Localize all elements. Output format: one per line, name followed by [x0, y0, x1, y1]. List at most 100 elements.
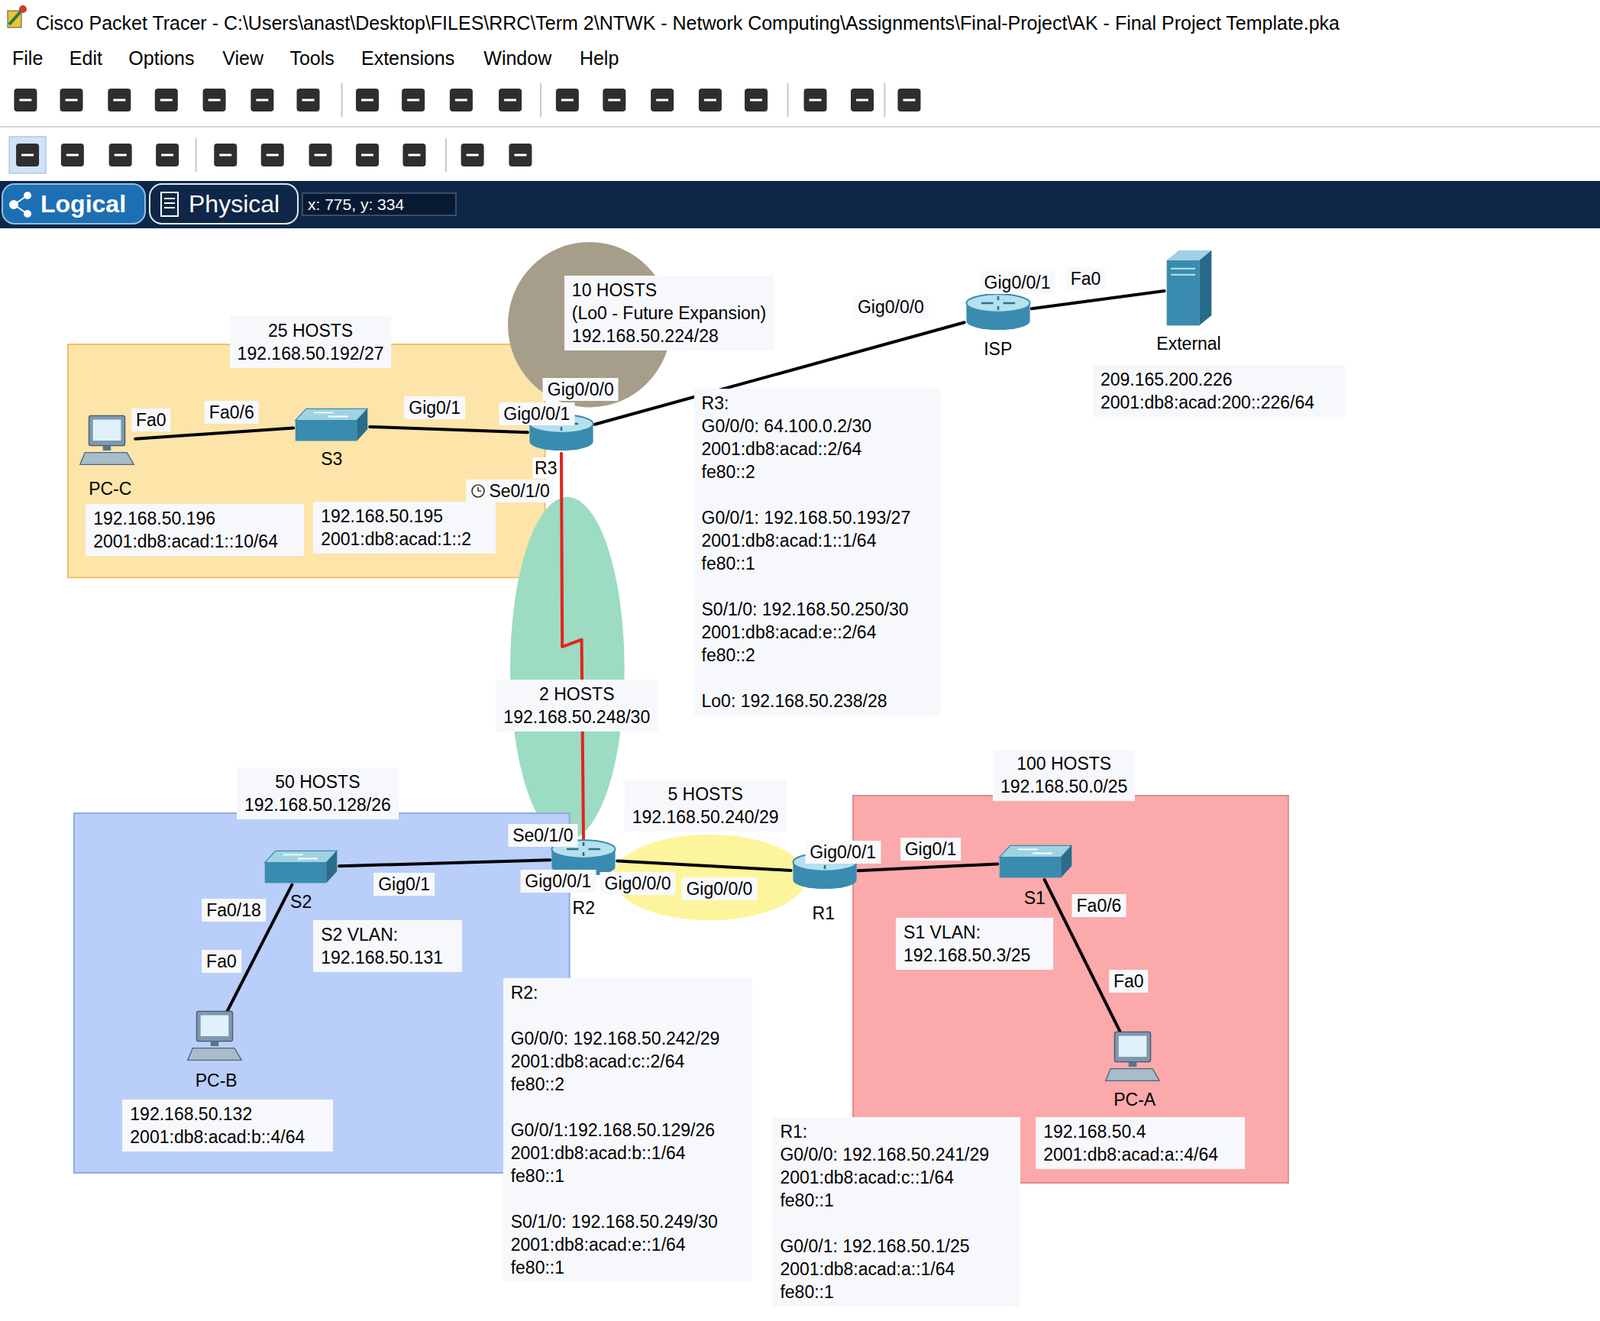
- subnet-text: 192.168.50.248/30: [503, 705, 650, 729]
- address-note: S2 VLAN:192.168.50.131: [313, 920, 463, 973]
- label-text: Help: [579, 47, 619, 69]
- address-line: 2001:db8:acad:c::1/64: [779, 1166, 1013, 1190]
- address-line: S1 VLAN:: [903, 921, 1046, 944]
- window-title: Cisco Packet Tracer - C:\Users\anast\Des…: [35, 9, 1340, 37]
- cursor-coordinates: x: 775, y: 334: [307, 194, 405, 215]
- device-name: PC-A: [1111, 1089, 1158, 1111]
- toolbar-separator: [883, 83, 886, 117]
- pc-icon: [1104, 1031, 1161, 1083]
- view-tab-bar: [0, 181, 1600, 229]
- toolbar-separator: [445, 138, 447, 172]
- address-line: R1:: [779, 1120, 1013, 1144]
- address-line: 192.168.50.3/25: [903, 943, 1046, 967]
- label-text: Gig0/0/1: [503, 404, 570, 424]
- physical-tab: [149, 184, 298, 224]
- interface-label: Gig0/1: [404, 396, 466, 420]
- toolbar-button: [555, 88, 579, 112]
- app-icon: [7, 5, 27, 28]
- label-text: View: [222, 47, 264, 69]
- label-text: Se0/1/0: [512, 825, 573, 846]
- toolbar-separator: [539, 83, 542, 117]
- device-name: S1: [1021, 887, 1048, 909]
- label-text: Cisco Packet Tracer - C:\Users\anast\Des…: [35, 12, 1340, 34]
- toolbar-button: [804, 88, 828, 112]
- toolbar-button: [461, 143, 485, 167]
- label-text: Gig0/0/0: [604, 873, 672, 894]
- label-text: Logical: [40, 190, 127, 218]
- interface-label: Gig0/1: [373, 872, 435, 896]
- toolbar-button: [155, 143, 179, 167]
- menu-item: Edit: [69, 45, 103, 71]
- router-icon: [964, 293, 1032, 333]
- address-note: 192.168.50.42001:db8:acad:a::4/64: [1035, 1117, 1245, 1170]
- switch-icon: [262, 850, 340, 886]
- clock-symbol: [470, 483, 486, 499]
- address-line: G0/0/0: 64.100.0.2/30: [701, 414, 934, 438]
- label-text: Gig0/0/0: [857, 297, 925, 317]
- menu-item: File: [12, 45, 43, 71]
- address-line: fe80::1: [510, 1256, 745, 1280]
- server-device: External: [1164, 248, 1214, 328]
- address-line: G0/0/1: 192.168.50.1/25: [779, 1234, 1013, 1258]
- subnet-text: 10 HOSTS: [572, 278, 767, 302]
- address-line: G0/0/0: 192.168.50.241/29: [779, 1143, 1013, 1167]
- device-name: PC-C: [86, 478, 134, 500]
- toolbar-icons: [13, 88, 921, 112]
- interface-label: Gig0/0/0: [681, 877, 757, 901]
- subnet-text: 2 HOSTS: [503, 682, 650, 706]
- label-text: Gig0/1: [408, 397, 461, 418]
- switch-icon: [293, 407, 370, 443]
- device-name: R2: [570, 897, 598, 919]
- label-text: x: 775, y: 334: [307, 195, 405, 214]
- address-line: fe80::1: [779, 1189, 1013, 1213]
- subnet-text: 192.168.50.0/25: [1000, 775, 1128, 799]
- label-text: Fa0/6: [209, 402, 255, 423]
- label-text: Fa0: [1113, 971, 1145, 992]
- address-line: 2001:db8:acad:e::2/64: [701, 620, 934, 644]
- label-text: Extensions: [361, 47, 455, 69]
- view-tab: Physical: [188, 187, 280, 221]
- address-line: fe80::1: [510, 1164, 745, 1188]
- server-icon: [1164, 248, 1214, 328]
- toolbar-button: [897, 88, 921, 112]
- address-line: 2001:db8:acad:1::1/64: [701, 529, 934, 553]
- address-note: 192.168.50.1952001:db8:acad:1::2: [313, 501, 496, 554]
- device-name: R1: [810, 902, 838, 925]
- toolbar: [0, 76, 1600, 182]
- toolbar-separator: [195, 138, 198, 172]
- toolbar-separator: [786, 83, 789, 117]
- interface-label: Gig0/0/0: [600, 872, 676, 896]
- toolbar-button: [449, 88, 473, 112]
- address-line: 2001:db8:acad:200::226/64: [1100, 391, 1339, 414]
- toolbar-divider: [0, 126, 1600, 128]
- address-note: S1 VLAN:192.168.50.3/25: [895, 917, 1054, 970]
- address-line: S0/1/0: 192.168.50.250/30: [701, 597, 934, 621]
- address-note: R1:G0/0/0: 192.168.50.241/292001:db8:aca…: [772, 1117, 1021, 1307]
- interface-label: Fa0: [201, 950, 242, 973]
- label-text: Fa0: [1070, 268, 1102, 289]
- switch-device: S2: [262, 850, 340, 886]
- interface-label: Se0/1/0: [507, 824, 578, 847]
- address-line: 2001:db8:acad:1::10/64: [93, 530, 297, 553]
- subnet-text: (Lo0 - Future Expansion): [572, 301, 767, 325]
- device-name: PC-B: [193, 1069, 240, 1092]
- router-device: ISP: [964, 293, 1032, 333]
- toolbar-button: [155, 88, 178, 112]
- address-line: S0/1/0: 192.168.50.249/30: [510, 1210, 745, 1234]
- device-name: External: [1153, 332, 1223, 355]
- toolbar-button: [203, 88, 227, 112]
- toolbar-button: [355, 88, 379, 112]
- view-tab: Logical: [40, 187, 127, 221]
- toolbar-button: [261, 143, 285, 167]
- address-line: 2001:db8:acad:a::4/64: [1043, 1143, 1238, 1167]
- interface-label: Gig0/0/1: [979, 271, 1056, 295]
- address-line: G0/0/1:192.168.50.129/26: [510, 1118, 745, 1142]
- toolbar-button: [698, 88, 722, 112]
- switch-device: S1: [997, 844, 1074, 880]
- label-text: Gig0/0/0: [685, 879, 753, 899]
- title-bar: [0, 0, 1600, 46]
- address-line: 192.168.50.4: [1043, 1120, 1238, 1144]
- label-text: Gig0/0/1: [809, 842, 876, 863]
- address-line: 2001:db8:acad:b::1/64: [510, 1141, 745, 1165]
